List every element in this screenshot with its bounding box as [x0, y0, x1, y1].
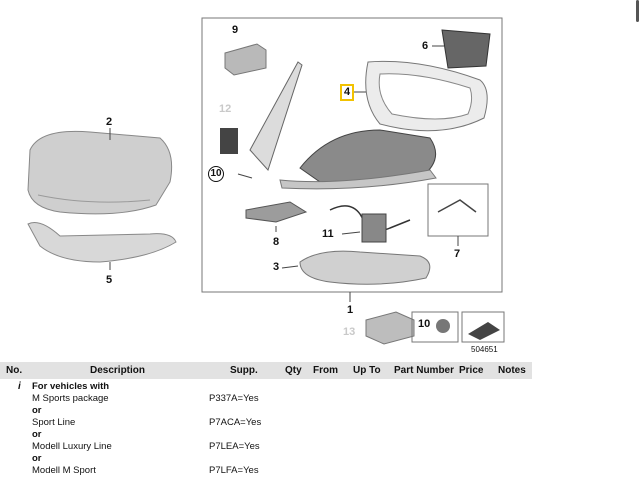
- row-desc: Modell M Sport: [32, 465, 96, 476]
- row-desc: or: [32, 429, 42, 440]
- callout-11[interactable]: 11: [322, 228, 334, 240]
- col-qty[interactable]: Qty: [285, 365, 302, 376]
- row-supp: P7LFA=Yes: [209, 465, 259, 476]
- callout-8[interactable]: 8: [273, 236, 280, 248]
- row-desc: M Sports package: [32, 393, 109, 404]
- row-desc: or: [32, 405, 42, 416]
- callout-6[interactable]: 6: [422, 40, 429, 52]
- callout-1[interactable]: 1: [347, 304, 354, 316]
- scrollbar[interactable]: [636, 0, 639, 22]
- col-price[interactable]: Price: [459, 365, 484, 376]
- col-from[interactable]: From: [313, 365, 338, 376]
- connector-part: [220, 128, 238, 154]
- callout-10-circled[interactable]: 10: [208, 166, 224, 182]
- mirror-cap-part: [27, 130, 173, 215]
- col-supp[interactable]: Supp.: [230, 365, 258, 376]
- callout-13[interactable]: 13: [343, 326, 356, 338]
- row-desc: Modell Luxury Line: [32, 441, 112, 452]
- callout-5[interactable]: 5: [106, 274, 113, 286]
- callout-7[interactable]: 7: [454, 248, 461, 260]
- callout-3[interactable]: 3: [273, 261, 280, 273]
- parts-diagram: 1 2 3 4 5 6 7 8 9 10 10 11 12 13 504651: [27, 17, 505, 354]
- turn-signal-part: [27, 222, 177, 263]
- parts-table-header: No. Description Supp. Qty From Up To Par…: [0, 362, 532, 379]
- col-part-number[interactable]: Part Number: [394, 365, 455, 376]
- row-supp: P7ACA=Yes: [209, 417, 262, 428]
- row-desc: Sport Line: [32, 417, 76, 428]
- row-desc: For vehicles with: [32, 381, 110, 392]
- callout-4[interactable]: 4: [340, 84, 355, 101]
- col-description[interactable]: Description: [90, 365, 146, 376]
- mirror-base-part: [249, 61, 303, 171]
- row-desc: or: [32, 453, 42, 464]
- col-notes[interactable]: Notes: [498, 365, 526, 376]
- image-number: 504651: [471, 345, 498, 354]
- parts-diagram-graphic: [27, 17, 505, 345]
- row-supp: P337A=Yes: [209, 393, 259, 404]
- info-icon[interactable]: i: [18, 381, 21, 392]
- callout-9[interactable]: 9: [232, 24, 239, 36]
- col-up-to[interactable]: Up To: [353, 365, 381, 376]
- callout-12[interactable]: 12: [219, 103, 232, 115]
- col-no[interactable]: No.: [6, 365, 23, 376]
- callout-10[interactable]: 10: [418, 318, 431, 330]
- callout-2[interactable]: 2: [106, 116, 113, 128]
- pad-part: [224, 43, 267, 76]
- row-supp: P7LEA=Yes: [209, 441, 260, 452]
